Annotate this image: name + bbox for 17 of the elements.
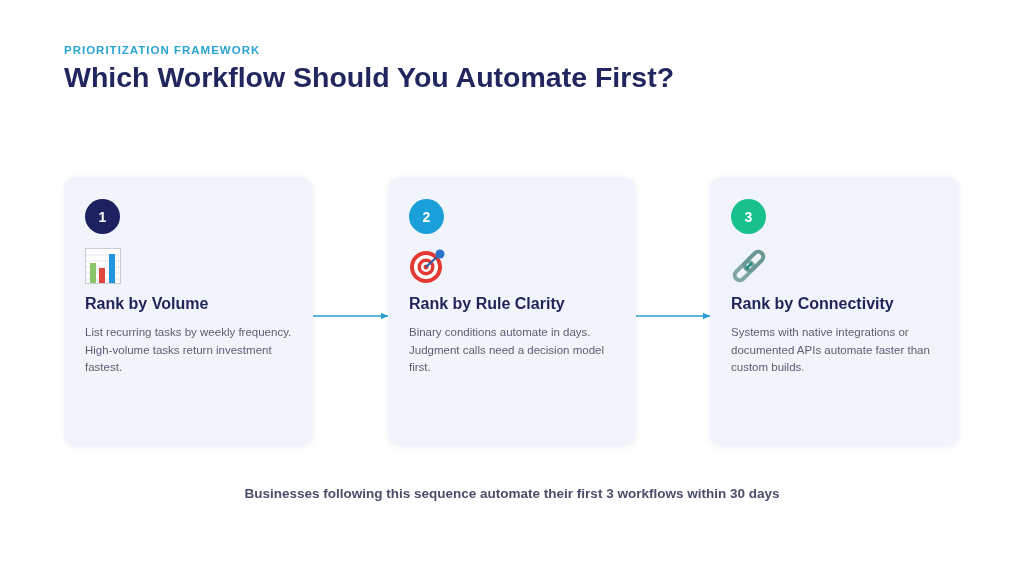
step-card (710, 177, 959, 446)
diagram-title: Which Workflow Should You Automate First? (64, 61, 675, 94)
arrow (635, 312, 711, 320)
step-number-circle: 1 (85, 199, 120, 234)
step-card (388, 177, 636, 446)
step-number-circle: 2 (409, 199, 444, 234)
eyebrow-label: PRIORITIZATION FRAMEWORK (64, 44, 261, 56)
arrow (312, 312, 389, 320)
card-description: Binary conditions automate in days. Judgment calls need a decision model first. (409, 325, 605, 375)
card-description: List recurring tasks by weekly frequency. High-volume tasks return investment fastest. (85, 325, 293, 375)
caption-text: Businesses following this sequence automate their first 3 workflows within 30 days (244, 486, 780, 501)
card-heading: Rank by Volume (85, 294, 209, 314)
card-heading: Rank by Connectivity (731, 294, 894, 314)
step-number-circle: 3 (731, 199, 766, 234)
step-card (64, 177, 313, 446)
card-heading: Rank by Rule Clarity (409, 294, 565, 314)
card-description: Systems with native integrations or documented APIs automate faster than custom builds. (731, 325, 931, 375)
